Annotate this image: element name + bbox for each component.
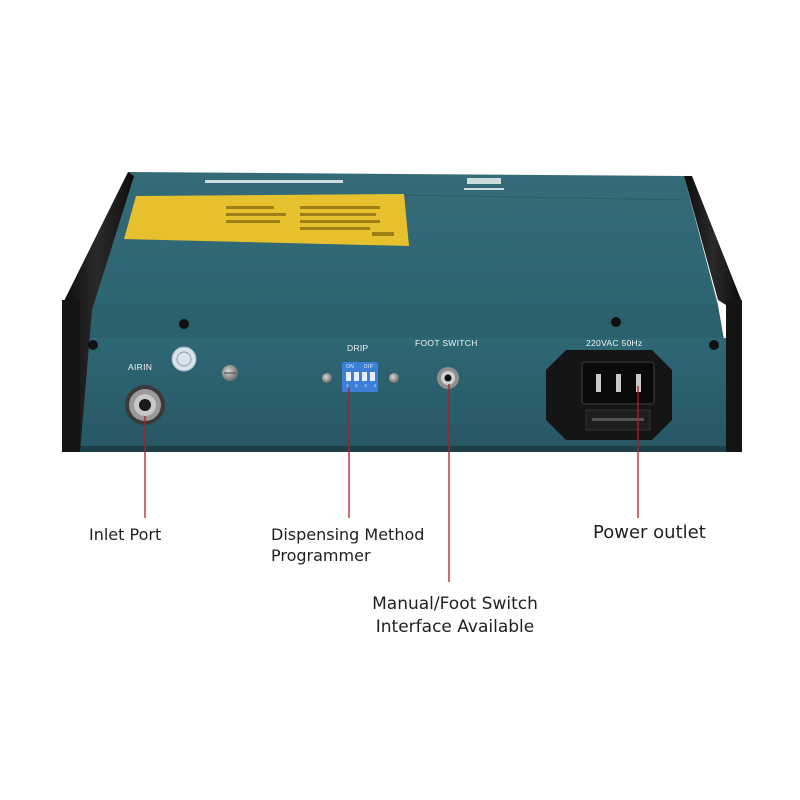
power-rating-label: 220VAC 50Hz (586, 338, 643, 348)
callout-text: Manual/Foot Switch (372, 594, 538, 614)
callout-text: Interface Available (375, 617, 535, 637)
qc-sticker (171, 346, 197, 372)
callout-text: Inlet Port (89, 525, 162, 544)
callout-text: Programmer (271, 546, 371, 565)
drip-label: DRIP (347, 343, 369, 353)
air-in-label: AIRIN (128, 362, 153, 372)
foot-switch-label: FOOT SWITCH (415, 338, 478, 348)
dip-on-label: ON (346, 364, 355, 370)
callout-power-outlet: Power outlet (593, 521, 706, 544)
callout-manual-foot-switch: Manual/Foot Switch Interface Available (355, 593, 555, 639)
dip-number: 1 (346, 383, 349, 388)
top-print (205, 178, 504, 190)
dip-number: 2 (355, 383, 358, 388)
callout-text: Power outlet (593, 522, 706, 543)
dip-mode-label: DIP (364, 364, 374, 370)
callout-lines (144, 384, 639, 582)
front-chamfer (80, 305, 724, 340)
callout-inlet-port: Inlet Port (89, 524, 161, 545)
panel-screws (88, 317, 719, 350)
air-inlet-fitting (125, 385, 165, 425)
dip-number: 3 (364, 383, 367, 388)
warning-label-text (226, 206, 394, 236)
foot-switch-jack (437, 367, 459, 389)
callout-text: Dispensing Method (271, 525, 425, 544)
dip-switch (322, 362, 399, 392)
power-inlet (546, 350, 672, 440)
dip-number: 4 (373, 383, 376, 388)
callout-dispensing-method: Dispensing Method Programmer (271, 524, 424, 566)
dip-numbers: 1 2 3 4 (346, 383, 376, 388)
